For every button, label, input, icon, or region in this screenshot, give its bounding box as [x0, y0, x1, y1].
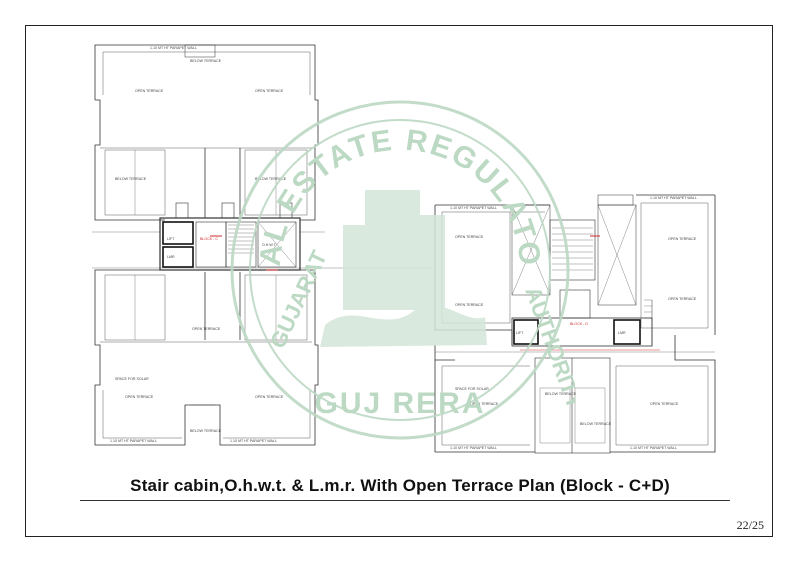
label-lift-left: LIFT	[167, 237, 175, 241]
label-parapet-6: 1.10 MT HT PARAPET WALL	[450, 446, 497, 450]
label-parapet-2: 1.10 MT HT PARAPET WALL	[230, 439, 277, 443]
label-open-terrace-6: OPEN TERRACE	[455, 235, 484, 239]
drawing-title: Stair cabin,O.h.w.t. & L.m.r. With Open …	[130, 476, 670, 495]
label-below-terrace-6: BELOW TERRACE	[580, 422, 612, 426]
label-block-c: BLOCK - C	[200, 237, 218, 241]
label-below-terrace-4: BELOW TERRACE	[190, 429, 222, 433]
sheet-border	[25, 25, 773, 537]
label-space-for-solar-1: SPACE FOR SOLAR	[115, 377, 149, 381]
label-below-terrace-3: BELOW TERRACE	[255, 177, 287, 181]
label-lift-right: LIFT	[516, 331, 524, 335]
label-open-terrace-8: OPEN TERRACE	[668, 237, 697, 241]
title-underline	[80, 500, 730, 501]
label-open-terrace-2: OPEN TERRACE	[255, 89, 284, 93]
label-open-terrace-10: OPEN TERRACE	[470, 402, 499, 406]
label-open-terrace-11: OPEN TERRACE	[650, 402, 679, 406]
label-below-terrace-1: BELOW TERRACE	[190, 59, 222, 63]
page-number: 22/25	[736, 518, 764, 532]
label-open-terrace-1: OPEN TERRACE	[135, 89, 164, 93]
label-open-terrace-9: OPEN TERRACE	[668, 297, 697, 301]
label-below-terrace-2: BELOW TERRACE	[115, 177, 147, 181]
label-below-terrace-5: BELOW TERRACE	[545, 392, 577, 396]
label-parapet-4: 1.10 MT HT PARAPET WALL	[450, 206, 497, 210]
label-open-terrace-7: OPEN TERRACE	[455, 303, 484, 307]
label-parapet-7: 1.10 MT HT PARAPET WALL	[630, 446, 677, 450]
label-lmr-right: LMR	[618, 331, 626, 335]
label-open-terrace-3: OPEN TERRACE	[192, 327, 221, 331]
label-open-terrace-5: OPEN TERRACE	[255, 395, 284, 399]
label-block-d: BLOCK - D	[570, 322, 588, 326]
label-parapet-1: 1.10 MT HT PARAPET WALL	[110, 439, 157, 443]
label-space-for-solar-2: SPACE FOR SOLAR	[455, 387, 489, 391]
label-open-terrace-4: OPEN TERRACE	[125, 395, 154, 399]
label-lmr-left: LMR	[167, 255, 175, 259]
label-parapet-3: 1.10 MT HT PARAPET WALL	[150, 46, 197, 50]
label-ohwt-left: O.H.W.T.	[262, 243, 277, 247]
label-parapet-5: 1.10 MT HT PARAPET WALL	[650, 196, 697, 200]
